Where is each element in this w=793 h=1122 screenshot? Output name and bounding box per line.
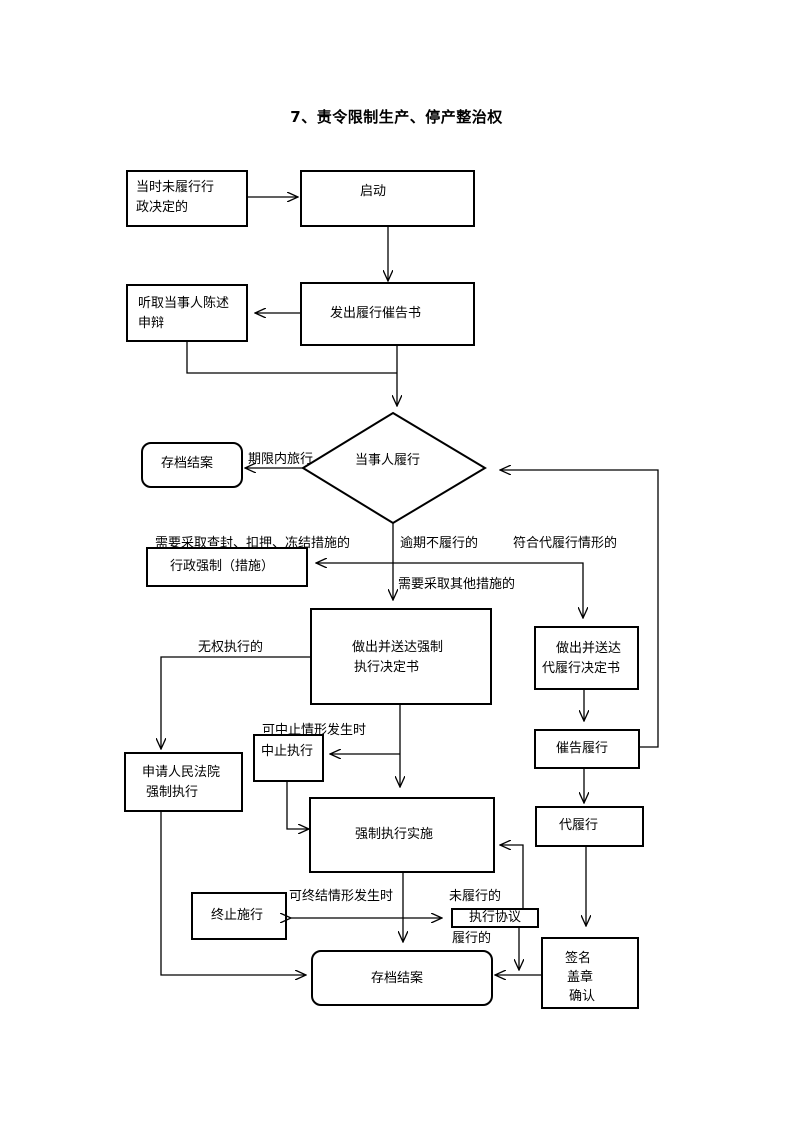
box-agreement: 执行协议 (451, 908, 539, 928)
box-hear: 听取当事人陈述 申辩 (126, 284, 248, 342)
box-sign: 签名 盖章 确认 (541, 937, 639, 1009)
box-hear-line1: 听取当事人陈述 (138, 296, 230, 311)
label-no-power: 无权执行的 (198, 640, 264, 655)
arrow-urge-to-diamond (500, 470, 659, 748)
arrow-court-to-archive (160, 812, 306, 975)
box-suspend-label: 中止执行 (261, 744, 314, 759)
label-can-terminate: 可终结情形发生时 (289, 889, 394, 904)
box-start-label: 启动 (360, 184, 387, 199)
box-proxy-decision-line2: 代履行决定书 (542, 661, 621, 676)
box-proxy: 代履行 (535, 806, 644, 847)
label-not-fulfilled: 未履行的 (449, 889, 502, 904)
box-unfulfilled-line1: 当时未履行行 (136, 180, 215, 195)
diamond-label: 当事人履行 (355, 453, 421, 468)
arrow-branch-to-proxy (393, 562, 583, 618)
box-court: 申请人民法院 强制执行 (124, 752, 243, 812)
page-title: 7、责令限制生产、停产整治权 (290, 108, 503, 126)
box-agreement-label: 执行协议 (469, 910, 522, 925)
decision-diamond (301, 411, 487, 525)
box-start: 启动 (300, 170, 475, 227)
box-archive-bottom: 存档结案 (311, 950, 493, 1006)
box-notice-label: 发出履行催告书 (330, 306, 422, 321)
box-implement-label: 强制执行实施 (355, 827, 434, 842)
box-decision-line1: 做出并送达强制 (352, 640, 444, 655)
box-archive-top-label: 存档结案 (161, 456, 214, 471)
box-proxy-decision-line1: 做出并送达 (556, 641, 622, 656)
box-sign-line2: 盖章 (567, 970, 594, 985)
label-fulfilled: 履行的 (452, 931, 492, 946)
box-notice: 发出履行催告书 (300, 282, 475, 346)
box-urge: 催告履行 (534, 729, 640, 769)
box-decision: 做出并送达强制 执行决定书 (310, 608, 492, 705)
box-terminate-label: 终止施行 (211, 908, 264, 923)
box-unfulfilled-line2: 政决定的 (136, 200, 189, 215)
box-proxy-decision: 做出并送达 代履行决定书 (534, 626, 639, 690)
box-implement: 强制执行实施 (309, 797, 495, 873)
arrow-agreement-to-implement (500, 845, 524, 908)
box-terminate: 终止施行 (191, 892, 287, 940)
label-proxy-condition: 符合代履行情形的 (513, 536, 618, 551)
box-proxy-label: 代履行 (559, 818, 599, 833)
label-can-suspend: 可中止情形发生时 (262, 723, 367, 738)
box-decision-line2: 执行决定书 (354, 660, 420, 675)
box-archive-bottom-label: 存档结案 (371, 971, 424, 986)
arrow-decision-to-court (161, 656, 310, 749)
box-archive-top: 存档结案 (141, 442, 243, 488)
box-admin-enforce: 行政强制（措施） (146, 547, 308, 587)
box-court-line2: 强制执行 (146, 785, 199, 800)
box-sign-line3: 确认 (569, 989, 596, 1004)
label-need-seize: 需要采取查封、扣押、冻结措施的 (155, 536, 351, 551)
label-need-other: 需要采取其他措施的 (398, 577, 516, 592)
box-hear-line2: 申辩 (138, 316, 165, 331)
box-suspend: 中止执行 (253, 734, 324, 782)
arrow-suspend-to-implement (286, 782, 309, 829)
label-within-period: 期限内旅行 (248, 452, 314, 467)
box-urge-label: 催告履行 (556, 741, 609, 756)
box-admin-enforce-label: 行政强制（措施） (170, 559, 275, 574)
box-sign-line1: 签名 (565, 951, 592, 966)
label-overdue: 逾期不履行的 (400, 536, 479, 551)
box-unfulfilled: 当时未履行行 政决定的 (126, 170, 248, 227)
box-court-line1: 申请人民法院 (142, 765, 221, 780)
arrow-hear-to-diamond (186, 342, 397, 374)
